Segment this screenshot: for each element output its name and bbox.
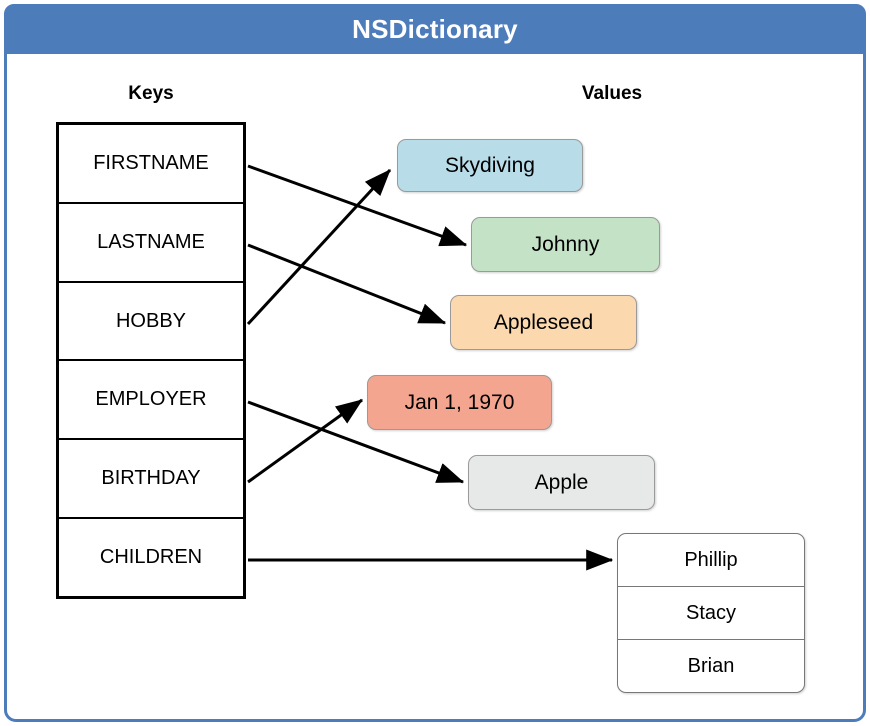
value-pill-apple[interactable]: Apple [468, 455, 655, 510]
children-list-box: Phillip Stacy Brian [617, 533, 805, 693]
value-pill-appleseed[interactable]: Appleseed [450, 295, 637, 350]
values-column-heading: Values [581, 83, 643, 104]
key-row-lastname[interactable]: LASTNAME [59, 203, 243, 283]
children-list-item-brian[interactable]: Brian [687, 654, 735, 677]
value-pill-skydiving[interactable]: Skydiving [397, 139, 583, 192]
key-row-employer[interactable]: EMPLOYER [59, 361, 243, 441]
keys-column-heading: Keys [128, 83, 174, 104]
key-row-children[interactable]: CHILDREN [59, 519, 243, 596]
key-row-firstname[interactable]: FIRSTNAME [59, 125, 243, 204]
window-titlebar: NSDictionary [4, 4, 866, 54]
window-title: NSDictionary [352, 13, 518, 44]
value-pill-johnny[interactable]: Johnny [471, 217, 660, 272]
keys-table: FIRSTNAME LASTNAME HOBBY EMPLOYER BIRTHD… [56, 122, 246, 599]
children-list-item-phillip[interactable]: Phillip [618, 534, 804, 587]
key-row-hobby[interactable]: HOBBY [59, 282, 243, 362]
children-list-item-stacy[interactable]: Stacy [618, 587, 804, 640]
key-row-birthday[interactable]: BIRTHDAY [59, 440, 243, 520]
value-pill-birthdate[interactable]: Jan 1, 1970 [367, 375, 552, 430]
